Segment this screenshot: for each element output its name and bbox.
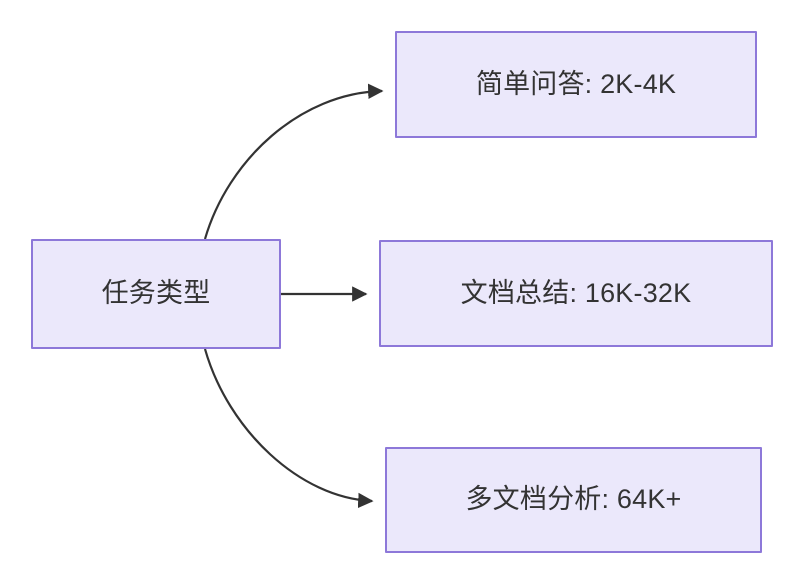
node-multi-doc-analysis[interactable]: 多文档分析: 64K+ (385, 447, 762, 553)
node-simple-qa[interactable]: 简单问答: 2K-4K (395, 31, 757, 138)
node-multi-doc-analysis-label: 多文档分析: 64K+ (465, 484, 682, 515)
node-doc-summary-label: 文档总结: 16K-32K (460, 277, 692, 308)
node-task-type-label: 任务类型 (101, 278, 211, 309)
node-doc-summary[interactable]: 文档总结: 16K-32K (379, 240, 773, 347)
node-simple-qa-label: 简单问答: 2K-4K (475, 68, 677, 99)
edge-root-to-simple-qa (203, 83, 384, 240)
node-task-type[interactable]: 任务类型 (31, 239, 281, 349)
edge-root-to-multi-doc (203, 348, 374, 509)
